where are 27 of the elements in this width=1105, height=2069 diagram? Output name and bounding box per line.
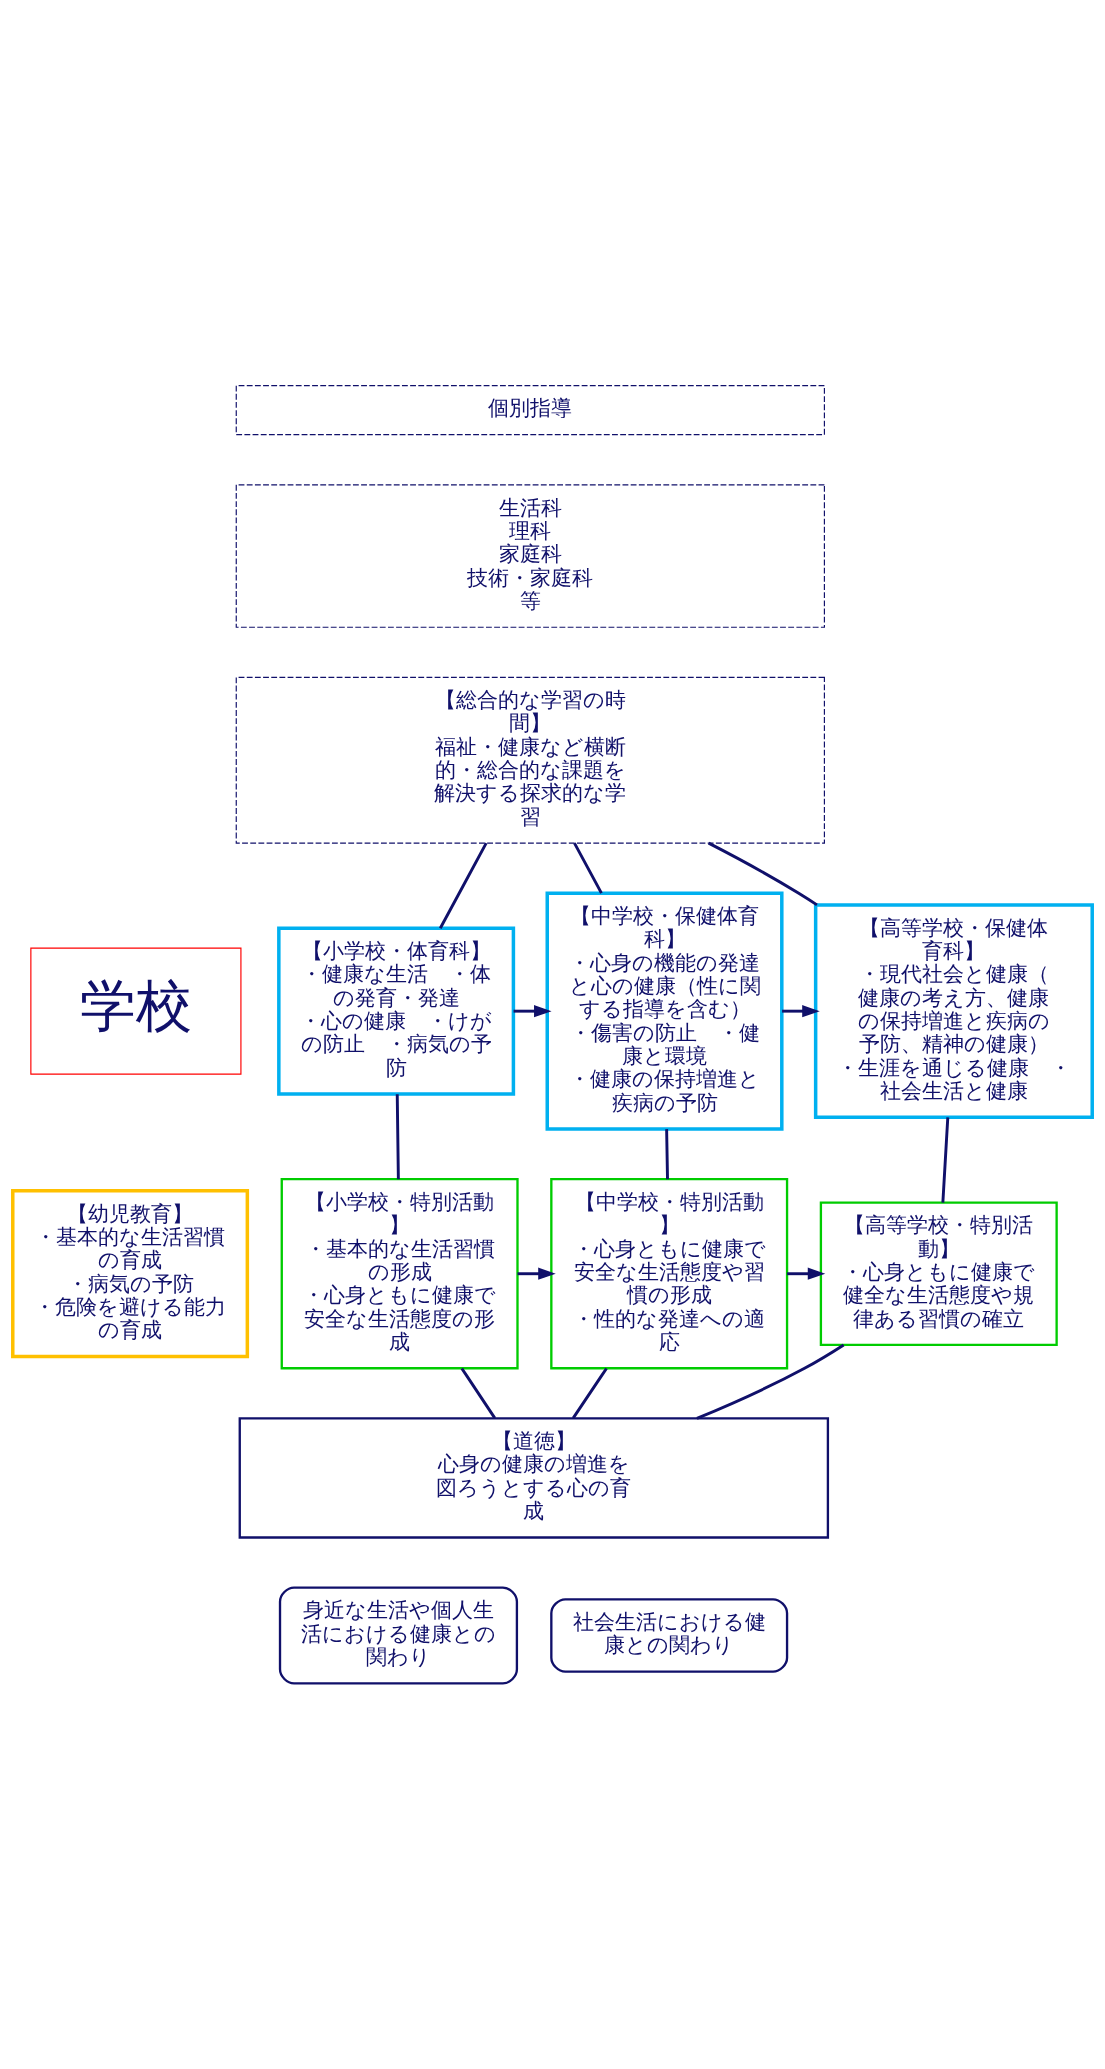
node-box: 学校 — [30, 947, 242, 1075]
arrow — [517, 1267, 556, 1280]
arrow — [782, 1005, 820, 1018]
connector — [707, 841, 818, 907]
connector — [439, 842, 488, 929]
connector — [460, 1367, 497, 1419]
node-box: 【中学校・保健体育科】 ・心身の機能の発達と心の健康（性に関する指導を含む） ・傷害の防止 ・健康と環境 ・健康の保持増進と疾病の予防 — [545, 891, 784, 1131]
node-box: 【道徳】 心身の健康の増進を図ろうとする心の育成 — [238, 1417, 830, 1539]
arrow — [787, 1267, 826, 1280]
node-box: 【中学校・特別活動】 ・心身ともに健康で安全な生活態度や習慣の形成 ・性的な発達への適応 — [550, 1178, 789, 1370]
node-box: 個別指導 — [235, 385, 825, 436]
connector — [573, 842, 603, 894]
node-box: 身近な生活や個人生活における健康との関わり — [278, 1586, 519, 1685]
node-box: 社会生活における健康との関わり — [550, 1598, 789, 1673]
node-box: 【小学校・体育科】 ・健康な生活 ・体の発育・発達 ・心の健康 ・けがの防止 ・病気の予防 — [277, 926, 516, 1096]
connector — [941, 1117, 950, 1203]
node-box: 【幼児教育】 ・基本的な生活習慣の育成 ・病気の予防 ・危険を避ける能力の育成 — [11, 1189, 250, 1359]
node-box: 【小学校・特別活動】 ・基本的な生活習慣の形成 ・心身ともに健康で安全な生活態度の形成 — [280, 1178, 519, 1370]
node-box: 生活科 理科 家庭科 技術・家庭科 等 — [235, 484, 825, 628]
node-box: 【総合的な学習の時間】 福祉・健康など横断的・総合的な課題を解決する探求的な学習 — [235, 676, 825, 844]
arrow — [513, 1005, 552, 1018]
node-box: 【高等学校・保健体育科】 ・現代社会と健康（健康の考え方、健康の保持増進と疾病の予防、精神の健康） ・生涯を通じる健康 ・社会生活と健康 — [813, 903, 1094, 1120]
node-box: 【高等学校・特別活動】 ・心身ともに健康で健全な生活態度や規律ある習慣の確立 — [819, 1201, 1058, 1347]
connector — [696, 1343, 845, 1420]
connector — [395, 1094, 400, 1180]
connector — [571, 1367, 608, 1419]
connector — [665, 1129, 669, 1180]
